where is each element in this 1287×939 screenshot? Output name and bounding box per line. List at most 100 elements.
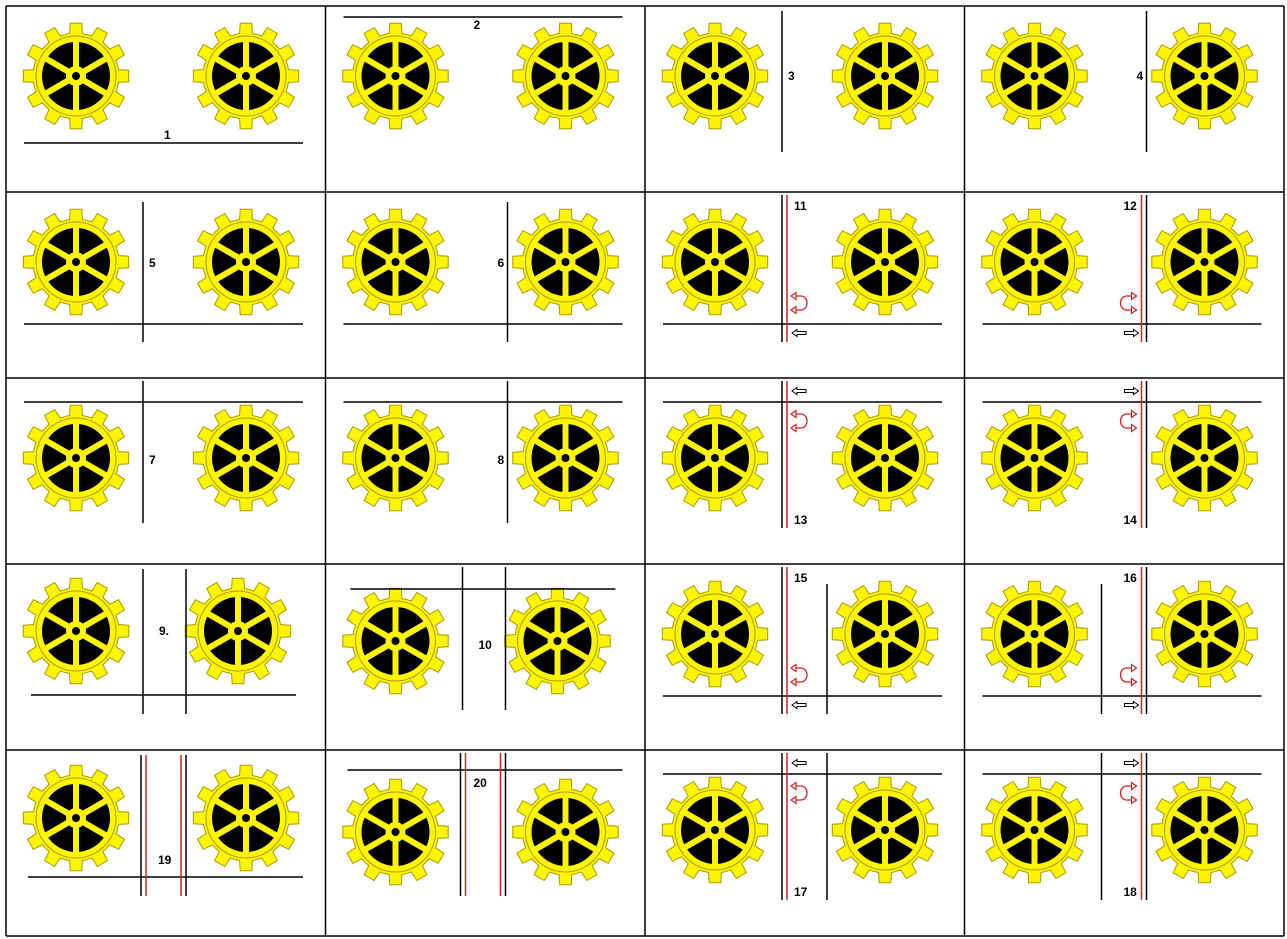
gear-axle bbox=[711, 826, 719, 834]
gear-icon bbox=[832, 23, 937, 128]
u-turn-arrowhead bbox=[791, 797, 796, 804]
gear-icon bbox=[23, 765, 128, 870]
u-turn-arrowhead bbox=[791, 411, 796, 418]
u-turn-icon bbox=[1121, 293, 1137, 314]
gear-axle bbox=[72, 72, 80, 80]
gear-axle bbox=[1201, 630, 1209, 638]
gear-axle bbox=[554, 637, 562, 645]
u-turn-arrowhead bbox=[1132, 293, 1137, 300]
panel-number: 19 bbox=[158, 853, 172, 867]
gear-icon bbox=[832, 209, 937, 314]
panel-number: 12 bbox=[1124, 199, 1138, 213]
direction-arrow-icon bbox=[1125, 702, 1139, 709]
gear-axle bbox=[392, 828, 400, 836]
gear-icon bbox=[1152, 23, 1257, 128]
panel-number: 20 bbox=[474, 776, 488, 790]
panel-number: 18 bbox=[1124, 885, 1138, 899]
gear-axle bbox=[1201, 72, 1209, 80]
gear-icon bbox=[662, 581, 767, 686]
gear-axle bbox=[711, 258, 719, 266]
u-turn-arrowhead bbox=[791, 425, 796, 432]
gear-icon bbox=[513, 23, 618, 128]
gear-icon bbox=[832, 777, 937, 882]
panel-number: 2 bbox=[474, 18, 481, 32]
gear-axle bbox=[392, 454, 400, 462]
gear-icon bbox=[982, 777, 1087, 882]
u-turn-arrowhead bbox=[1132, 425, 1137, 432]
direction-arrow-icon bbox=[792, 388, 806, 395]
gear-icon bbox=[832, 581, 937, 686]
panel-number: 3 bbox=[788, 69, 795, 83]
u-turn-icon bbox=[791, 293, 807, 314]
panel-number: 16 bbox=[1124, 571, 1138, 585]
gear-axle bbox=[1031, 454, 1039, 462]
gear-axle bbox=[881, 72, 889, 80]
gear-icon bbox=[343, 588, 448, 693]
gear-icon bbox=[193, 209, 298, 314]
panel-number: 7 bbox=[149, 453, 156, 467]
gear-axle bbox=[881, 826, 889, 834]
direction-arrow-icon bbox=[792, 702, 806, 709]
gear-axle bbox=[881, 454, 889, 462]
gear-axle bbox=[392, 258, 400, 266]
direction-arrow-icon bbox=[1125, 760, 1139, 767]
gear-icon bbox=[23, 405, 128, 510]
gear-axle bbox=[72, 454, 80, 462]
gear-icon bbox=[23, 578, 128, 683]
gear-axle bbox=[392, 637, 400, 645]
u-turn-icon bbox=[1121, 411, 1137, 432]
gear-axle bbox=[242, 454, 250, 462]
u-turn-arrowhead bbox=[791, 783, 796, 790]
gear-icon bbox=[1152, 581, 1257, 686]
panel-number: 15 bbox=[794, 571, 808, 585]
gear-axle bbox=[242, 814, 250, 822]
gear-icon bbox=[185, 578, 290, 683]
u-turn-arrowhead bbox=[1132, 797, 1137, 804]
gear-axle bbox=[242, 72, 250, 80]
gear-icon bbox=[982, 581, 1087, 686]
gear-axle bbox=[1031, 630, 1039, 638]
u-turn-arrowhead bbox=[791, 679, 796, 686]
direction-arrow-icon bbox=[792, 760, 806, 767]
gear-icon bbox=[513, 405, 618, 510]
gear-icon bbox=[1152, 209, 1257, 314]
gear-icon bbox=[662, 209, 767, 314]
panel-number: 6 bbox=[498, 256, 505, 270]
u-turn-icon bbox=[791, 783, 807, 804]
gear-icon bbox=[513, 779, 618, 884]
u-turn-arrowhead bbox=[791, 665, 796, 672]
u-turn-arrowhead bbox=[1132, 307, 1137, 314]
gear-axle bbox=[1201, 826, 1209, 834]
u-turn-arrowhead bbox=[791, 307, 796, 314]
gear-axle bbox=[1201, 258, 1209, 266]
gear-axle bbox=[881, 258, 889, 266]
panel-number: 13 bbox=[794, 513, 808, 527]
gear-axle bbox=[711, 454, 719, 462]
panel-number: 14 bbox=[1124, 513, 1138, 527]
gear-icon bbox=[982, 405, 1087, 510]
gear-axle bbox=[562, 454, 570, 462]
gear-icon bbox=[982, 209, 1087, 314]
panel-number: 10 bbox=[479, 638, 493, 652]
gear-icon bbox=[343, 779, 448, 884]
gear-icon bbox=[193, 765, 298, 870]
gear-icon bbox=[982, 23, 1087, 128]
panel-number: 11 bbox=[794, 199, 807, 213]
gear-icon bbox=[343, 209, 448, 314]
gear-axle bbox=[1031, 258, 1039, 266]
gear-icon bbox=[513, 209, 618, 314]
gear-icon bbox=[505, 588, 610, 693]
gear-icon bbox=[23, 209, 128, 314]
gear-axle bbox=[562, 72, 570, 80]
gear-icon bbox=[832, 405, 937, 510]
gear-icon bbox=[1152, 405, 1257, 510]
direction-arrow-icon bbox=[792, 330, 806, 337]
gear-icon bbox=[343, 405, 448, 510]
gear-axle bbox=[392, 72, 400, 80]
u-turn-arrowhead bbox=[1132, 665, 1137, 672]
panel-number: 5 bbox=[149, 256, 156, 270]
gear-axle bbox=[562, 258, 570, 266]
gear-axle bbox=[72, 814, 80, 822]
u-turn-arrowhead bbox=[1132, 679, 1137, 686]
